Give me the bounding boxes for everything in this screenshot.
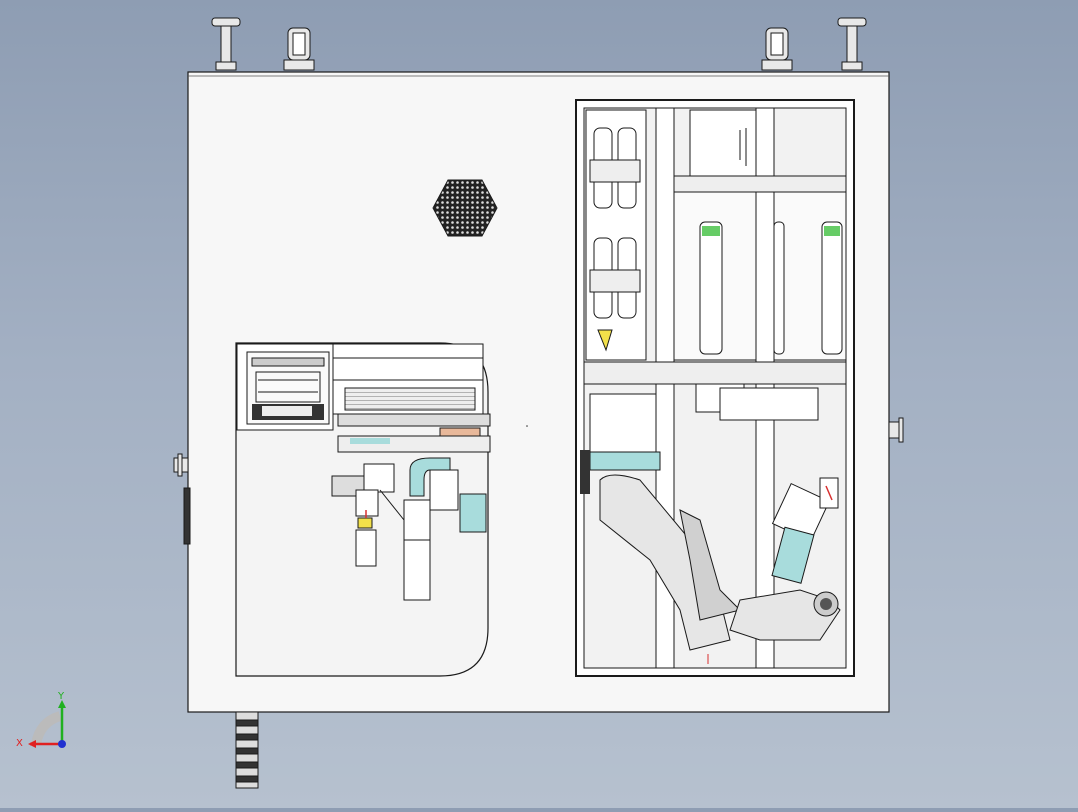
cable-gland-bottom [235, 711, 259, 789]
caster-wheel-left [283, 27, 315, 71]
side-fitting-left [173, 453, 191, 545]
triad-x-label: X [16, 738, 23, 749]
right-window [575, 99, 855, 677]
caster-wheel-right [761, 27, 793, 71]
axis-triad-icon: X Y [16, 691, 66, 749]
vent-grille-icon [432, 179, 498, 237]
triad-y-label: Y [57, 691, 65, 702]
side-fitting-right [888, 417, 904, 443]
leveling-foot-right [837, 17, 867, 71]
leveling-foot-left [211, 17, 241, 71]
triad-z-axis [58, 740, 66, 748]
left-window [235, 342, 491, 677]
